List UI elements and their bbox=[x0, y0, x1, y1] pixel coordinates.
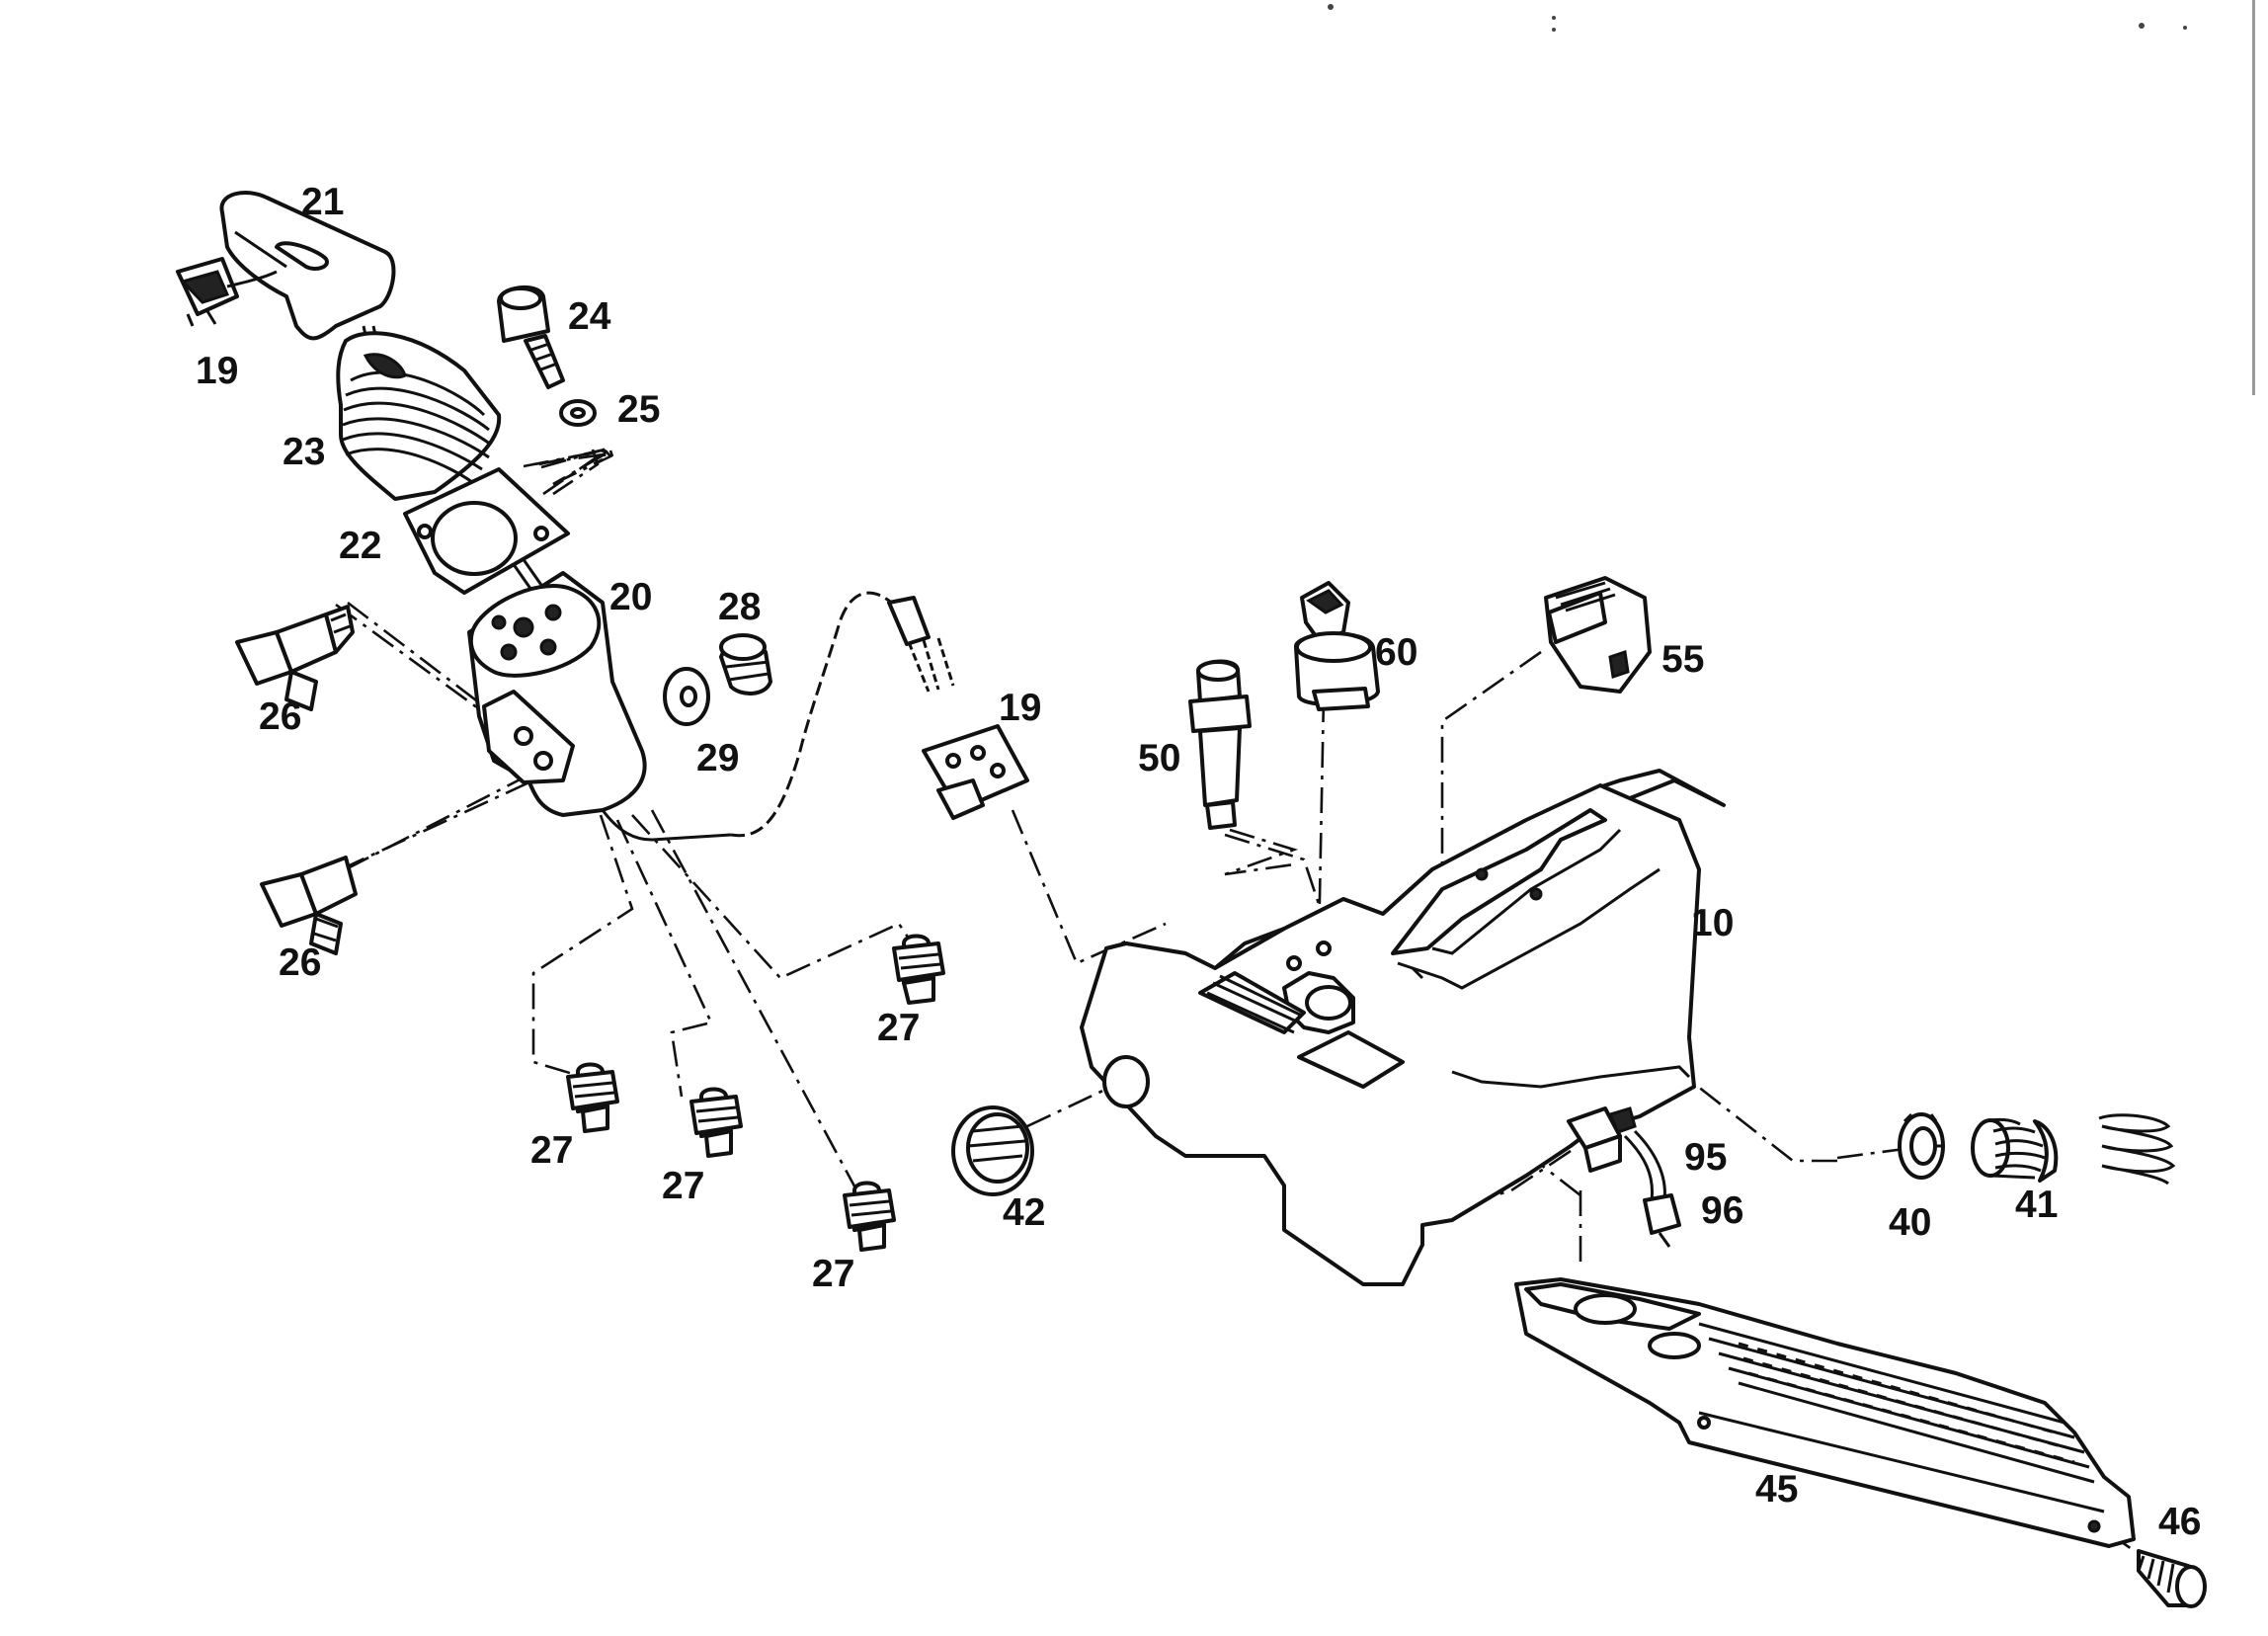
valve-body-20 bbox=[467, 571, 732, 842]
label-45: 45 bbox=[1755, 1468, 1798, 1511]
switch-19 bbox=[176, 257, 278, 327]
screw-46 bbox=[2137, 1549, 2207, 1608]
label-26-bottom: 26 bbox=[279, 941, 321, 984]
cable-19 bbox=[730, 591, 955, 838]
plate-22 bbox=[403, 467, 570, 595]
label-21: 21 bbox=[301, 181, 344, 223]
label-50: 50 bbox=[1138, 737, 1180, 779]
label-96: 96 bbox=[1701, 1189, 1743, 1232]
screw-24 bbox=[497, 285, 565, 389]
connector-95 bbox=[1567, 1106, 1637, 1173]
elbow-fitting-26-top bbox=[235, 605, 355, 711]
pushbutton-50 bbox=[1188, 659, 1252, 830]
grommet-42 bbox=[951, 1105, 1034, 1196]
cable-96 bbox=[1623, 1129, 1681, 1248]
seal-29 bbox=[663, 667, 710, 726]
label-28: 28 bbox=[718, 586, 761, 628]
plug-28 bbox=[719, 633, 772, 695]
label-24: 24 bbox=[568, 295, 611, 338]
label-26-top: 26 bbox=[259, 695, 301, 738]
bellows-23 bbox=[336, 331, 502, 501]
fitting-27-b bbox=[566, 1062, 619, 1133]
label-95: 95 bbox=[1684, 1136, 1727, 1179]
label-20: 20 bbox=[609, 576, 652, 618]
scan-noise bbox=[1328, 0, 2255, 395]
joystick-handle-21 bbox=[219, 191, 396, 341]
label-41: 41 bbox=[2015, 1184, 2058, 1226]
indicator-55 bbox=[1544, 576, 1652, 694]
label-27-bottom: 27 bbox=[812, 1253, 854, 1295]
label-22: 22 bbox=[339, 525, 381, 567]
label-27-middle: 27 bbox=[662, 1165, 704, 1207]
label-10: 10 bbox=[1691, 902, 1734, 944]
label-19-left: 19 bbox=[196, 350, 238, 392]
label-27-right: 27 bbox=[877, 1007, 920, 1049]
washer-25 bbox=[559, 399, 597, 427]
label-25: 25 bbox=[617, 388, 660, 431]
label-42: 42 bbox=[1003, 1191, 1045, 1234]
label-29: 29 bbox=[696, 737, 739, 779]
elbow-fitting-26-bottom bbox=[260, 856, 358, 955]
fitting-27-d bbox=[843, 1181, 896, 1252]
key-switch-60 bbox=[1294, 581, 1380, 711]
fitting-27-a bbox=[892, 934, 945, 1005]
pedal-45 bbox=[1514, 1277, 2136, 1548]
spring-41-coil bbox=[2098, 1113, 2176, 1186]
spring-41 bbox=[1971, 1117, 2059, 1183]
label-60: 60 bbox=[1375, 631, 1418, 674]
label-40: 40 bbox=[1889, 1201, 1931, 1244]
fitting-27-c bbox=[689, 1087, 743, 1158]
connector-19 bbox=[922, 724, 1029, 820]
callout-labels: 21 19 24 25 23 22 20 28 29 26 26 19 60 5… bbox=[196, 181, 2201, 1543]
nut-40 bbox=[1898, 1112, 1945, 1180]
label-23: 23 bbox=[283, 431, 325, 473]
label-55: 55 bbox=[1661, 638, 1704, 681]
console-housing-10 bbox=[1080, 769, 1726, 1286]
label-19-right: 19 bbox=[999, 687, 1041, 729]
label-27-left: 27 bbox=[530, 1129, 573, 1172]
label-46: 46 bbox=[2158, 1501, 2201, 1543]
